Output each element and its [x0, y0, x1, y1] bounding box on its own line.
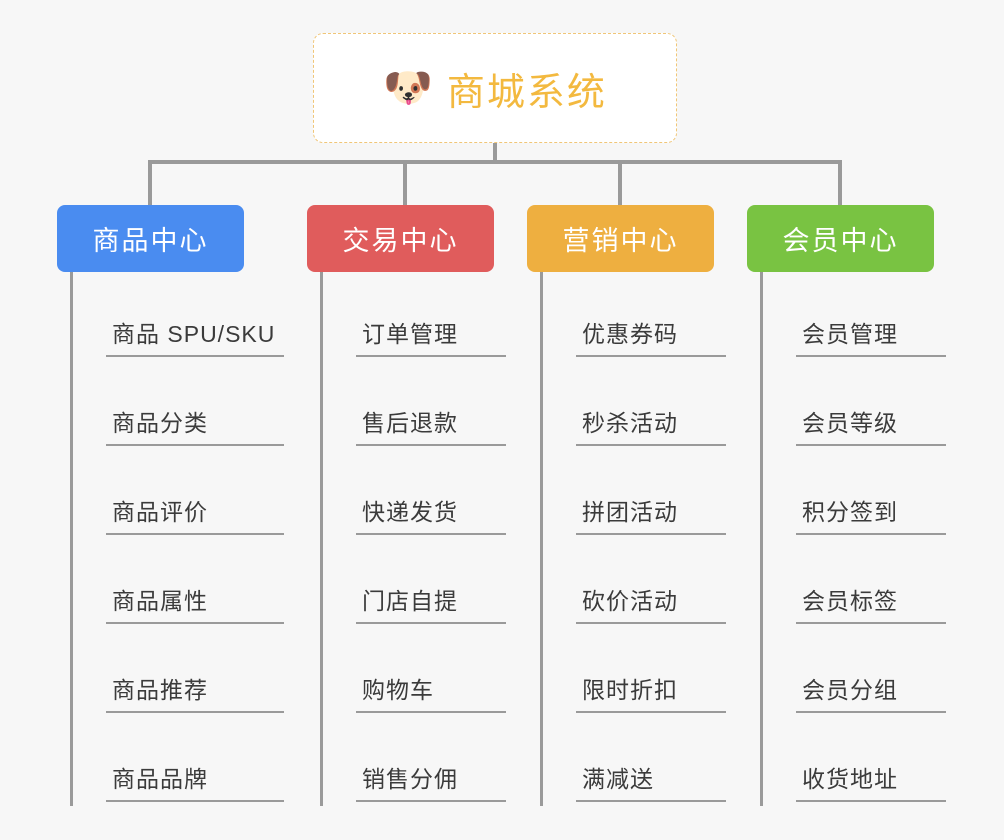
branch-item[interactable]: 商品评价 — [73, 450, 284, 539]
branch-item[interactable]: 售后退款 — [323, 361, 506, 450]
branch-item-label: 订单管理 — [356, 315, 506, 357]
branch-item[interactable]: 销售分佣 — [323, 717, 506, 806]
connector-horizontal-bus — [150, 160, 840, 164]
branch-item-label: 销售分佣 — [356, 760, 506, 802]
branch-item-label: 商品品牌 — [106, 760, 284, 802]
branch-item[interactable]: 积分签到 — [763, 450, 946, 539]
branch-item-label: 门店自提 — [356, 582, 506, 624]
branch-item[interactable]: 限时折扣 — [543, 628, 726, 717]
connector-root-stem — [493, 143, 497, 164]
branch-item[interactable]: 商品属性 — [73, 539, 284, 628]
branch-item-label: 会员管理 — [796, 315, 946, 357]
connector-drop-4 — [838, 160, 842, 205]
branch-item[interactable]: 会员标签 — [763, 539, 946, 628]
branch-item-label: 砍价活动 — [576, 582, 726, 624]
branch-item[interactable]: 会员管理 — [763, 272, 946, 361]
branch-item-label: 商品分类 — [106, 404, 284, 446]
branch-item-list: 商品 SPU/SKU 商品分类商品评价商品属性商品推荐商品品牌 — [70, 272, 284, 806]
branch-header[interactable]: 商品中心 — [57, 205, 244, 272]
branch-column-4: 会员中心会员管理会员等级积分签到会员标签会员分组收货地址 — [747, 205, 946, 806]
branch-item-label: 会员标签 — [796, 582, 946, 624]
branch-item-list: 优惠券码秒杀活动拼团活动砍价活动限时折扣满减送 — [540, 272, 726, 806]
branch-item-label: 积分签到 — [796, 493, 946, 535]
branch-header[interactable]: 营销中心 — [527, 205, 714, 272]
branch-column-2: 交易中心订单管理售后退款快递发货门店自提购物车销售分佣 — [307, 205, 506, 806]
branch-item-label: 售后退款 — [356, 404, 506, 446]
branch-item-list: 订单管理售后退款快递发货门店自提购物车销售分佣 — [320, 272, 506, 806]
branch-item-label: 会员等级 — [796, 404, 946, 446]
branch-item[interactable]: 收货地址 — [763, 717, 946, 806]
branch-item-label: 商品 SPU/SKU — [106, 315, 284, 357]
branch-item-label: 收货地址 — [796, 760, 946, 802]
branch-item-label: 满减送 — [576, 760, 726, 802]
branch-item-label: 商品评价 — [106, 493, 284, 535]
branch-item-label: 限时折扣 — [576, 671, 726, 713]
branch-item-label: 购物车 — [356, 671, 506, 713]
branch-header[interactable]: 交易中心 — [307, 205, 494, 272]
branch-column-1: 商品中心商品 SPU/SKU 商品分类商品评价商品属性商品推荐商品品牌 — [57, 205, 284, 806]
branch-item[interactable]: 拼团活动 — [543, 450, 726, 539]
root-node-label: 商城系统 — [446, 71, 607, 114]
branch-item[interactable]: 商品 SPU/SKU — [73, 272, 284, 361]
branch-item[interactable]: 优惠券码 — [543, 272, 726, 361]
connector-drop-2 — [403, 160, 407, 205]
branch-item[interactable]: 商品推荐 — [73, 628, 284, 717]
shiba-dog-face-icon: 🐶 — [383, 66, 433, 110]
branch-item[interactable]: 购物车 — [323, 628, 506, 717]
branch-item-list: 会员管理会员等级积分签到会员标签会员分组收货地址 — [760, 272, 946, 806]
branch-item[interactable]: 门店自提 — [323, 539, 506, 628]
branch-item-label: 商品推荐 — [106, 671, 284, 713]
root-node[interactable]: 🐶 商城系统 — [313, 33, 677, 143]
branch-item[interactable]: 商品分类 — [73, 361, 284, 450]
branch-item[interactable]: 会员等级 — [763, 361, 946, 450]
branch-item-label: 优惠券码 — [576, 315, 726, 357]
connector-drop-1 — [148, 160, 152, 205]
branch-header[interactable]: 会员中心 — [747, 205, 934, 272]
branch-item[interactable]: 秒杀活动 — [543, 361, 726, 450]
branch-item-label: 商品属性 — [106, 582, 284, 624]
connector-drop-3 — [618, 160, 622, 205]
branch-item-label: 秒杀活动 — [576, 404, 726, 446]
branch-item[interactable]: 快递发货 — [323, 450, 506, 539]
branch-item[interactable]: 会员分组 — [763, 628, 946, 717]
branch-item-label: 快递发货 — [356, 493, 506, 535]
branch-item-label: 拼团活动 — [576, 493, 726, 535]
branch-item[interactable]: 订单管理 — [323, 272, 506, 361]
branch-item[interactable]: 砍价活动 — [543, 539, 726, 628]
branch-item[interactable]: 满减送 — [543, 717, 726, 806]
branch-item-label: 会员分组 — [796, 671, 946, 713]
branch-column-3: 营销中心优惠券码秒杀活动拼团活动砍价活动限时折扣满减送 — [527, 205, 726, 806]
branch-item[interactable]: 商品品牌 — [73, 717, 284, 806]
